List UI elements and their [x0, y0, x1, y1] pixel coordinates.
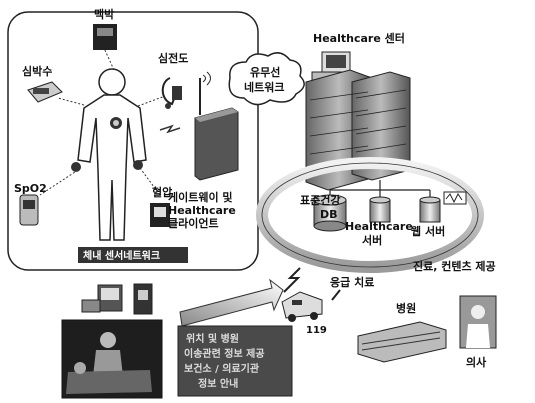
pulse-device-icon [93, 24, 117, 50]
healthcare-server-icon [369, 196, 391, 223]
hc-server-label-1: Healthcare [345, 220, 413, 233]
hospital-label: 병원 [396, 301, 416, 315]
human-body-figure [77, 68, 147, 241]
body-sensor-network-label: 체내 센서네트워크 [83, 249, 160, 262]
emergency-label: 응급 치료 [330, 275, 374, 289]
doctor-label: 의사 [466, 355, 487, 369]
gateway-label-1: 게이트웨이 및 [168, 190, 233, 204]
notice-line-4: 정보 안내 [198, 377, 238, 390]
wireless-signal-icon [159, 124, 181, 134]
center-label: Healthcare 센터 [313, 31, 405, 45]
notice-line-3: 보건소 / 의료기관 [184, 362, 260, 375]
spo2-device-screen [23, 200, 35, 209]
web-server-icon [419, 191, 467, 223]
right-wrist-sensor-icon [133, 160, 143, 170]
ambulance-number: 119 [306, 325, 327, 336]
location-info-box [177, 325, 293, 397]
hc-server-label-2: 서버 [362, 233, 382, 247]
spo2-device-icon [19, 194, 39, 226]
patient-care-scene [66, 332, 152, 394]
gateway-label-2: Healthcare [168, 204, 236, 217]
ambulance-icon [281, 291, 323, 322]
standard-health-db-icon [313, 194, 347, 232]
gateway-label-3: 클라이언트 [168, 216, 219, 230]
home-devices-photo [81, 283, 153, 315]
web-server-label: 웹 서버 [411, 224, 445, 238]
wireless-signal-icon-2 [283, 267, 301, 293]
notice-line-2: 이송관련 정보 제공 [184, 347, 265, 360]
network-label-2: 네트워크 [244, 80, 284, 94]
ecg-label: 심전도 [158, 51, 188, 65]
left-wrist-sensor-icon [71, 162, 81, 172]
pulse-label: 맥박 [94, 7, 114, 21]
network-cloud [228, 52, 305, 106]
blood-pressure-device-screen [154, 207, 166, 217]
ecg-device-icon [161, 77, 182, 109]
heart-rate-label: 심박수 [22, 64, 52, 78]
body-sensor-network-bar [78, 247, 188, 263]
hospital-building-icon [357, 321, 447, 363]
care-content-label: 진료, 컨텐츠 제공 [413, 259, 496, 273]
doctor-head-icon [471, 305, 485, 319]
sensor-connectors [39, 47, 166, 196]
network-label-1: 유무선 [250, 65, 280, 79]
spo2-label: SpO2 [14, 182, 47, 195]
heart-rate-monitor-icon [27, 81, 63, 103]
db-label-2: DB [320, 208, 338, 221]
chest-sensor-core [113, 120, 119, 126]
pulse-device-screen [97, 28, 113, 36]
center-ring-outline [261, 162, 479, 268]
return-arrow-icon [179, 278, 284, 327]
notice-line-1: 위치 및 병원 [186, 332, 239, 345]
wireless-signal-icon-3 [331, 289, 341, 301]
gateway-device-icon [194, 71, 239, 181]
db-label-1: 표준건강 [300, 193, 340, 207]
doctor-coat-icon [466, 324, 490, 348]
blood-pressure-label: 혈압 [152, 185, 172, 199]
